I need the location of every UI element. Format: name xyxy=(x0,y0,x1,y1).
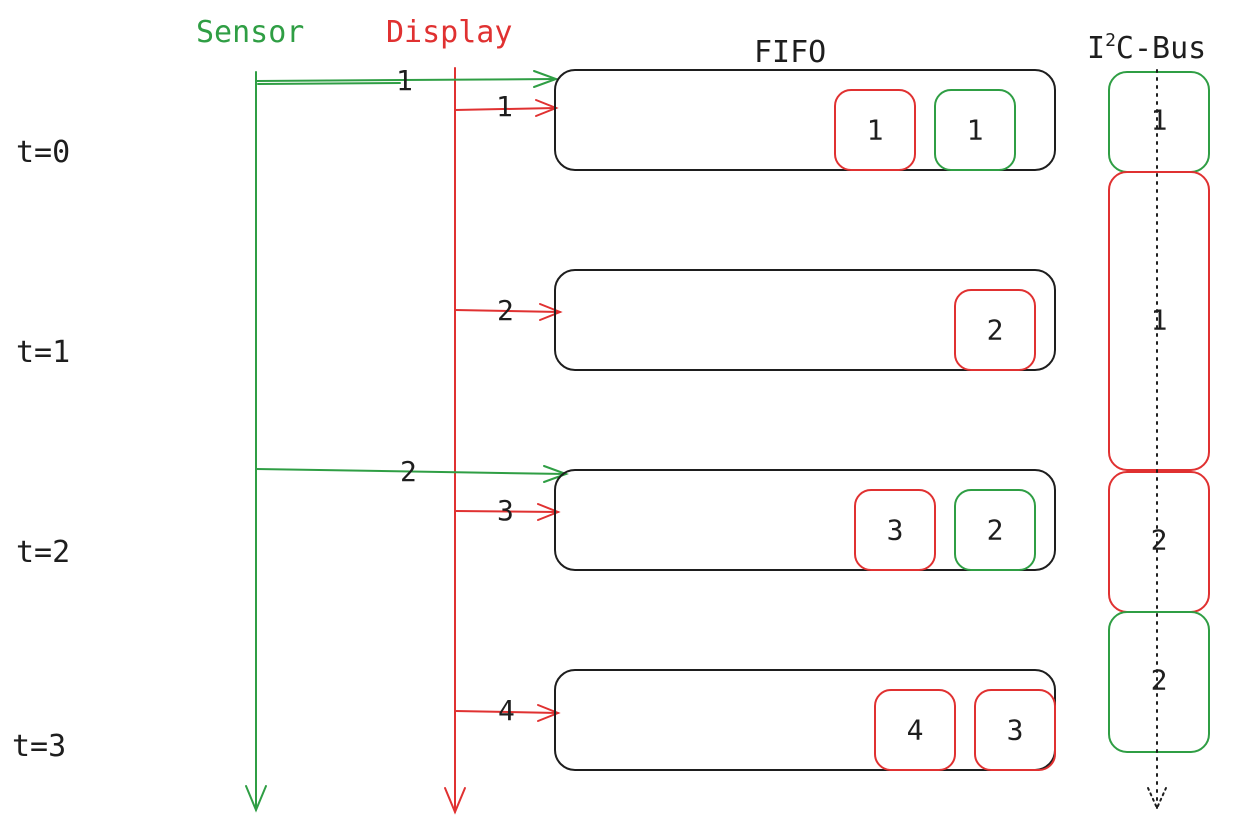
fifo-item-label: 2 xyxy=(987,514,1004,547)
sensor-title: Sensor xyxy=(196,15,304,50)
display-message-arrow-2: 2 xyxy=(454,294,563,327)
fifo-row-3: 4 3 xyxy=(554,669,1056,771)
fifo-item-label: 4 xyxy=(907,714,924,747)
bus-slot-label: 1 xyxy=(1151,104,1168,137)
fifo-container xyxy=(554,669,1056,771)
bus-title-prefix: I xyxy=(1087,31,1105,66)
time-label-t2: t=2 xyxy=(16,535,70,570)
display-title: Display xyxy=(386,15,512,50)
fifo-item-label: 2 xyxy=(987,314,1004,347)
display-message-arrow-1: 1 xyxy=(454,90,559,123)
fifo-item: 1 xyxy=(934,89,1016,171)
fifo-container xyxy=(554,269,1056,371)
sensor-message-label-2: 2 xyxy=(400,455,417,488)
fifo-item-label: 1 xyxy=(967,114,984,147)
bus-title: I2C-Bus xyxy=(1087,30,1206,66)
bus-title-superscript: 2 xyxy=(1105,30,1116,51)
sensor-timeline xyxy=(245,71,267,813)
time-label-t0: t=0 xyxy=(16,135,70,170)
fifo-container xyxy=(554,469,1056,571)
bus-slot-label: 1 xyxy=(1151,304,1168,337)
display-message-label-4: 4 xyxy=(498,694,515,727)
bus-slot-label: 2 xyxy=(1151,524,1168,557)
sensor-message-arrow-2: 2 xyxy=(255,455,569,488)
fifo-item-label: 3 xyxy=(887,514,904,547)
display-timeline xyxy=(444,67,466,815)
bus-time-axis xyxy=(1147,69,1167,811)
fifo-item: 3 xyxy=(854,489,936,571)
time-label-t3: t=3 xyxy=(12,729,66,764)
fifo-item-label: 3 xyxy=(1007,714,1024,747)
bus-slot-1: 1 xyxy=(1108,171,1210,471)
fifo-title: FIFO xyxy=(754,35,826,70)
bus-title-suffix: C-Bus xyxy=(1116,31,1206,66)
fifo-item: 1 xyxy=(834,89,916,171)
display-message-arrow-4: 4 xyxy=(454,694,561,727)
fifo-item-label: 1 xyxy=(867,114,884,147)
display-message-label-3: 3 xyxy=(497,494,514,527)
bus-slot-label: 2 xyxy=(1151,664,1168,697)
fifo-row-0: 1 1 xyxy=(554,69,1056,171)
fifo-item: 2 xyxy=(954,289,1036,371)
display-message-arrow-3: 3 xyxy=(454,494,561,527)
fifo-row-1: 2 xyxy=(554,269,1056,371)
bus-slot-2: 2 xyxy=(1108,471,1210,613)
bus-slot-0: 1 xyxy=(1108,71,1210,173)
bus-slot-3: 2 xyxy=(1108,611,1210,753)
sensor-message-label-1: 1 xyxy=(396,64,413,97)
sensor-message-arrow-1: 1 xyxy=(255,64,559,97)
fifo-item: 2 xyxy=(954,489,1036,571)
display-message-label-2: 2 xyxy=(497,294,514,327)
display-message-label-1: 1 xyxy=(496,90,513,123)
time-label-t1: t=1 xyxy=(16,335,70,370)
fifo-item: 3 xyxy=(974,689,1056,771)
fifo-container xyxy=(554,69,1056,171)
fifo-row-2: 3 2 xyxy=(554,469,1056,571)
fifo-item: 4 xyxy=(874,689,956,771)
